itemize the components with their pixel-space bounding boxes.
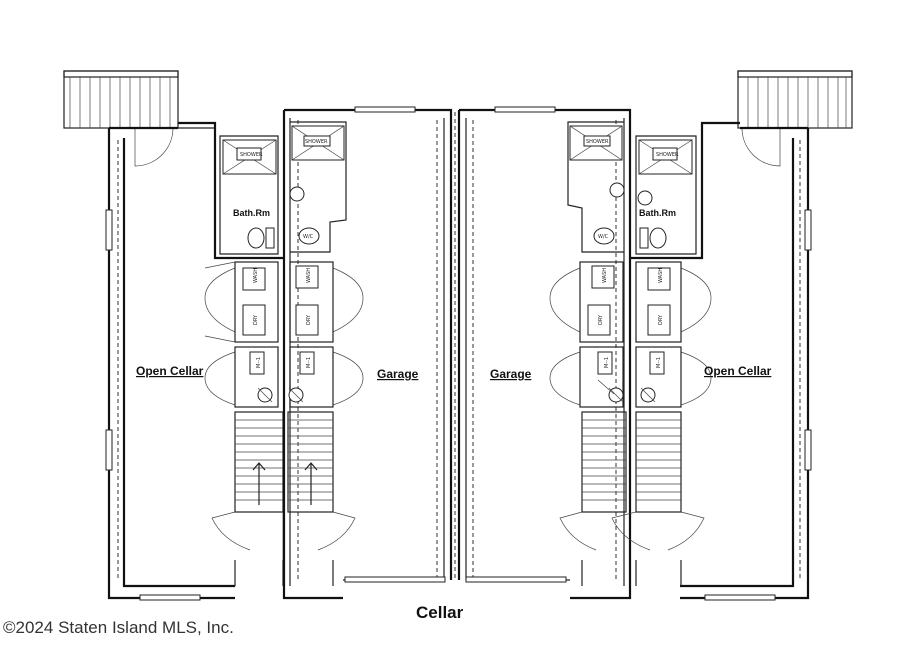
garage-left-label: Garage bbox=[377, 367, 419, 381]
wash-label-4: WASH bbox=[658, 268, 664, 283]
left-exterior-stairs bbox=[63, 70, 179, 167]
center-left-unit: SHOWER W/C WASH DRY M--1 Garage bbox=[282, 106, 453, 600]
wash-label-1: WASH bbox=[253, 268, 259, 283]
meter-label-1: M--1 bbox=[256, 357, 262, 368]
wc-label-2: W/C bbox=[598, 234, 609, 240]
shower-label-2: SHOWER bbox=[305, 139, 328, 145]
wash-label-3: WASH bbox=[602, 268, 608, 283]
meter-label-2: M--1 bbox=[306, 357, 312, 368]
shower-label: SHOWER bbox=[240, 152, 263, 158]
bath-left-label: Bath.Rm bbox=[233, 208, 270, 218]
open-cellar-left-label: Open Cellar bbox=[136, 364, 204, 378]
garage-right-label: Garage bbox=[490, 367, 532, 381]
shower-label-3: SHOWER bbox=[586, 139, 609, 145]
meter-label-4: M--1 bbox=[656, 357, 662, 368]
bath-right-label: Bath.Rm bbox=[639, 208, 676, 218]
open-cellar-right-label: Open Cellar bbox=[704, 364, 772, 378]
meter-label-3: M--1 bbox=[604, 357, 610, 368]
left-unit: SHOWER WASH DRY M--1 bbox=[63, 70, 284, 601]
shower-label-4: SHOWER bbox=[656, 152, 679, 158]
dry-label-2: DRY bbox=[306, 314, 312, 325]
dry-label-4: DRY bbox=[658, 314, 664, 325]
dry-label-3: DRY bbox=[598, 314, 604, 325]
wc-label-1: W/C bbox=[303, 234, 314, 240]
dry-label-1: DRY bbox=[253, 314, 259, 325]
wash-label-2: WASH bbox=[306, 268, 312, 283]
mls-watermark: ©2024 Staten Island MLS, Inc. bbox=[3, 618, 234, 637]
center-right-unit: SHOWER W/C WASH DRY M--1 Garage bbox=[457, 106, 632, 600]
right-unit: SHOWER WASH DRY M--1 Open Cellar bbox=[611, 70, 853, 601]
floor-title: Cellar bbox=[416, 603, 464, 622]
right-exterior-stairs bbox=[737, 70, 853, 167]
